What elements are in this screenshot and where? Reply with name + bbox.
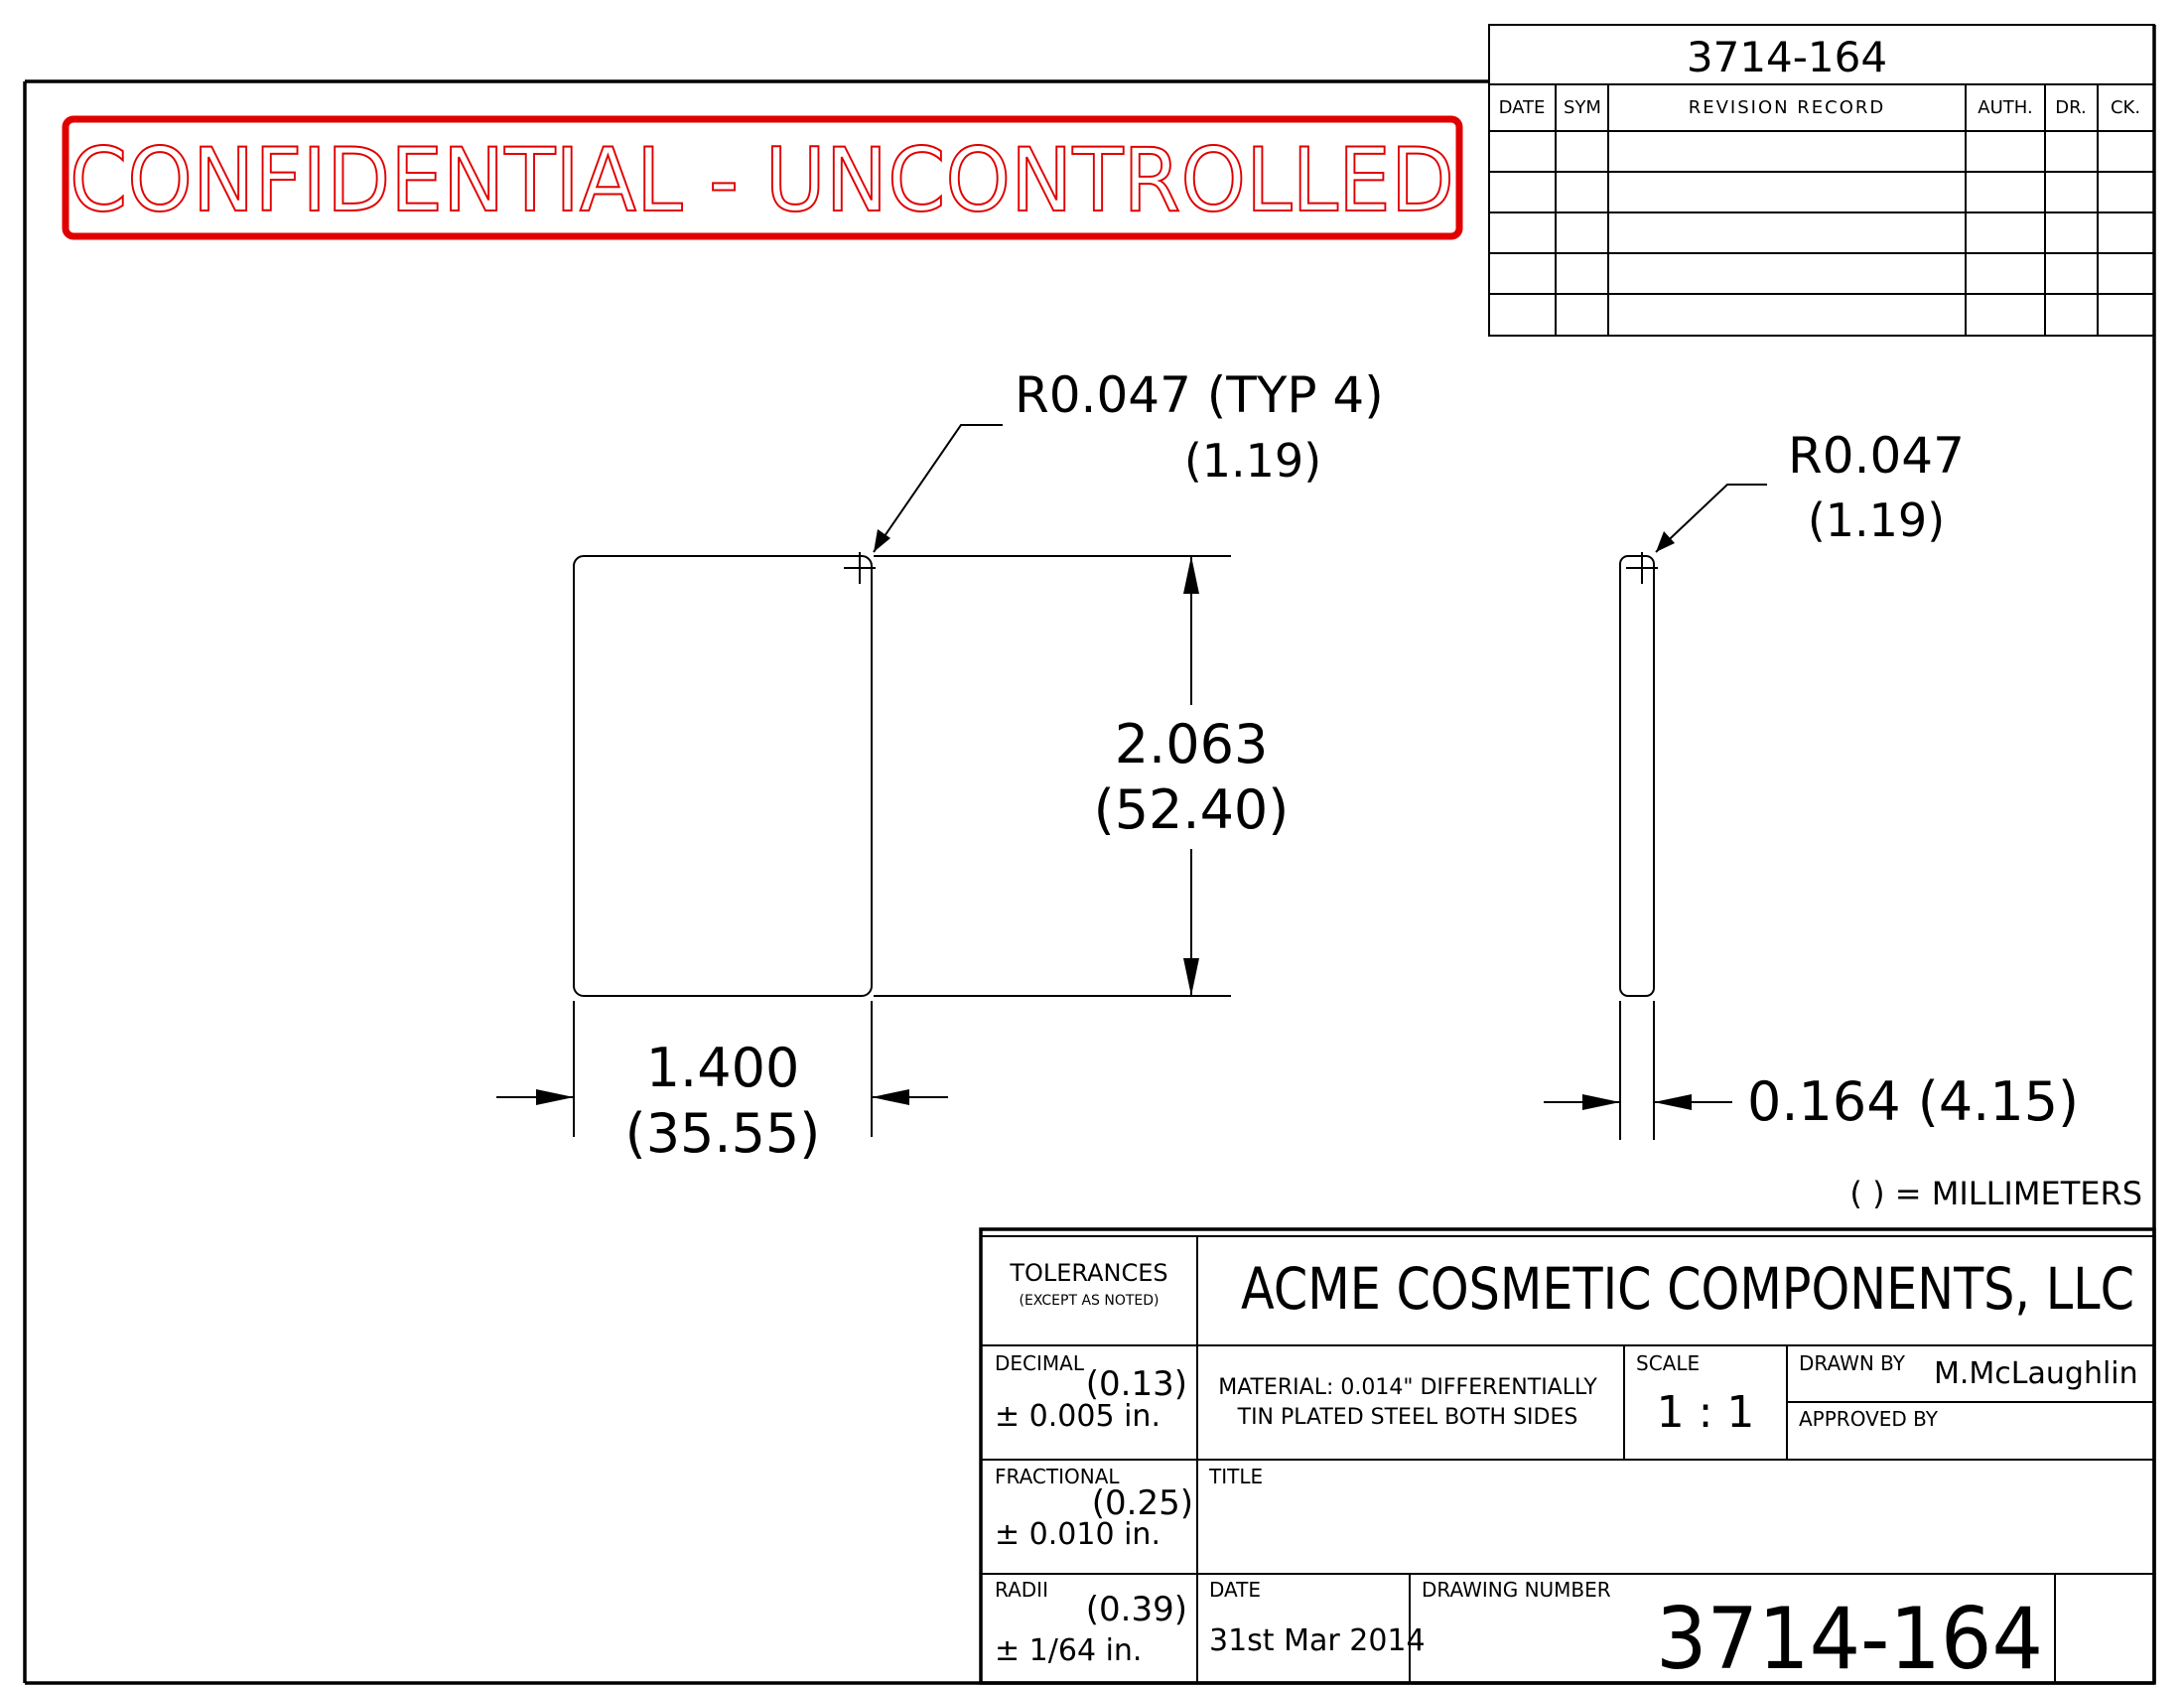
company-name: ACME COSMETIC COMPONENTS, LLC xyxy=(1241,1255,2134,1323)
thickness-dimension: 0.164 (4.15) xyxy=(1747,1070,2079,1133)
side-radius-mm: (1.19) xyxy=(1808,493,1945,547)
side-radius-label: R0.047 xyxy=(1788,427,1965,485)
rev-header-date: DATE xyxy=(1499,97,1546,118)
tolerances-label: TOLERANCES xyxy=(1009,1259,1167,1287)
approved-by-label: APPROVED BY xyxy=(1799,1407,1939,1431)
date-label: DATE xyxy=(1209,1578,1261,1602)
fractional-mm: (0.25) xyxy=(1092,1483,1193,1523)
decimal-mm: (0.13) xyxy=(1086,1364,1187,1404)
title-label: TITLE xyxy=(1208,1465,1263,1488)
fractional-in: ± 0.010 in. xyxy=(995,1517,1160,1552)
drawing-number-label: DRAWING NUMBER xyxy=(1422,1578,1611,1602)
radii-in: ± 1/64 in. xyxy=(995,1633,1142,1668)
width-dimension-mm: (35.55) xyxy=(625,1102,821,1165)
height-dimension-in: 2.063 xyxy=(1115,713,1269,775)
front-view-outline xyxy=(573,555,873,997)
date-value: 31st Mar 2014 xyxy=(1209,1623,1426,1658)
fractional-label: FRACTIONAL xyxy=(995,1465,1120,1488)
front-radius-label: R0.047 (TYP 4) xyxy=(1015,366,1384,424)
revision-block: 3714-164 DATE SYM REVISION RECORD AUTH. … xyxy=(1488,24,2155,337)
front-radius-leader xyxy=(873,424,1003,553)
radii-label: RADII xyxy=(995,1578,1048,1602)
decimal-label: DECIMAL xyxy=(995,1351,1085,1375)
rev-header-record: REVISION RECORD xyxy=(1689,97,1886,118)
width-dimension-in: 1.400 xyxy=(646,1037,800,1099)
side-view-outline xyxy=(1619,555,1655,997)
drawing-number-top: 3714-164 xyxy=(1687,33,1887,81)
except-label: (EXCEPT AS NOTED) xyxy=(1020,1293,1160,1309)
drawn-by-label: DRAWN BY xyxy=(1799,1351,1906,1375)
front-view: R0.047 (TYP 4) (1.19) 2.063 (52.40) 1.40… xyxy=(496,366,1384,1165)
decimal-in: ± 0.005 in. xyxy=(995,1399,1160,1434)
side-radius-leader xyxy=(1655,484,1767,553)
drawing-number-value: 3714-164 xyxy=(1656,1590,2043,1688)
radii-mm: (0.39) xyxy=(1086,1590,1187,1629)
drawn-by-value: M.McLaughlin xyxy=(1934,1356,2138,1391)
scale-value: 1 : 1 xyxy=(1657,1387,1755,1438)
confidential-stamp: CONFIDENTIAL - UNCONTROLLED xyxy=(62,115,1463,240)
side-view: R0.047 (1.19) 0.164 (4.15) xyxy=(1544,427,2079,1140)
rev-header-auth: AUTH. xyxy=(1978,97,2032,118)
rev-header-sym: SYM xyxy=(1564,97,1601,118)
scale-label: SCALE xyxy=(1636,1351,1700,1375)
units-note: ( ) = MILLIMETERS xyxy=(1849,1175,2142,1212)
front-radius-mm: (1.19) xyxy=(1184,434,1321,488)
title-block: TOLERANCES (EXCEPT AS NOTED) ACME COSMET… xyxy=(979,1227,2156,1688)
height-dimension-mm: (52.40) xyxy=(1094,778,1290,841)
material-line-1: MATERIAL: 0.014" DIFFERENTIALLY xyxy=(1218,1375,1597,1400)
material-line-2: TIN PLATED STEEL BOTH SIDES xyxy=(1237,1405,1578,1430)
confidential-text: CONFIDENTIAL - UNCONTROLLED xyxy=(69,129,1454,231)
rev-header-ck: CK. xyxy=(2111,97,2140,118)
drawing-border xyxy=(23,25,2156,1685)
rev-header-dr: DR. xyxy=(2055,97,2086,118)
